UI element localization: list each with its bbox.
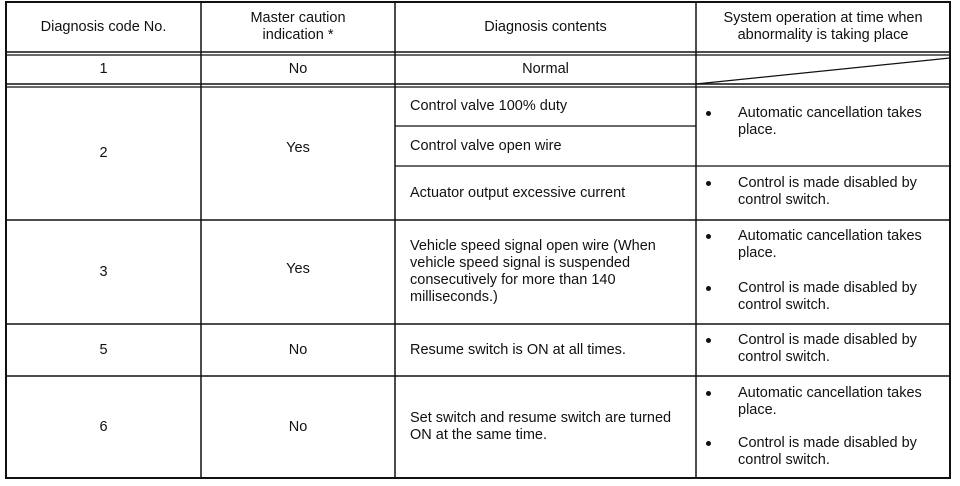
row3-operation-1-text: Automatic cancellation takes place. bbox=[738, 228, 922, 261]
row6-operation-1: Automatic cancellation takes place. bbox=[706, 385, 946, 421]
row5-caution: No bbox=[288, 341, 308, 358]
row2-caution: Yes bbox=[286, 140, 310, 156]
row5-operation-1: Control is made disabled by control swit… bbox=[706, 332, 946, 368]
row3-caution: Yes bbox=[286, 260, 310, 277]
row6-operation-2: Control is made disabled by control swit… bbox=[706, 435, 946, 471]
row6-operation-1-text: Automatic cancellation takes place. bbox=[738, 385, 922, 418]
row1-contents: Normal bbox=[522, 61, 569, 77]
row3-operation-2-text: Control is made disabled by control swit… bbox=[738, 280, 917, 313]
row6-contents: Set switch and resume switch are turned … bbox=[410, 410, 672, 443]
row2-contents-2: Control valve open wire bbox=[410, 137, 562, 154]
row6-operation-2-text: Control is made disabled by control swit… bbox=[738, 435, 917, 468]
diagonal-slash-icon bbox=[695, 57, 951, 85]
row2-contents-3: Actuator output excessive current bbox=[410, 184, 626, 201]
header-operation: System operation at time when abnormalit… bbox=[723, 10, 923, 43]
bullet-icon bbox=[706, 234, 711, 239]
bullet-icon bbox=[706, 338, 711, 343]
row3-operation-1: Automatic cancellation takes place. bbox=[706, 228, 946, 264]
header-code: Diagnosis code No. bbox=[40, 18, 167, 35]
row5-operation-1-text: Control is made disabled by control swit… bbox=[738, 332, 917, 365]
header-caution: Master caution indication * bbox=[250, 10, 346, 43]
bullet-icon bbox=[706, 181, 711, 186]
bullet-icon bbox=[706, 391, 711, 396]
row3-code: 3 bbox=[99, 263, 108, 280]
row5-contents: Resume switch is ON at all times. bbox=[410, 341, 626, 358]
bullet-icon bbox=[706, 441, 711, 446]
row1-code: 1 bbox=[99, 61, 108, 77]
row2-operation-1: Automatic cancellation takes place. bbox=[706, 105, 946, 141]
row2-operation-1-text: Automatic cancellation takes place. bbox=[738, 105, 922, 138]
bullet-icon bbox=[706, 111, 711, 116]
bullet-icon bbox=[706, 286, 711, 291]
row2-operation-2: Control is made disabled by control swit… bbox=[706, 175, 946, 211]
row2-operation-2-text: Control is made disabled by control swit… bbox=[738, 175, 917, 208]
row6-caution: No bbox=[288, 418, 308, 435]
row2-contents-1: Control valve 100% duty bbox=[410, 98, 568, 114]
row3-operation-2: Control is made disabled by control swit… bbox=[706, 280, 946, 316]
row6-code: 6 bbox=[99, 418, 108, 435]
row5-code: 5 bbox=[99, 341, 108, 358]
header-contents: Diagnosis contents bbox=[484, 18, 607, 35]
row1-caution: No bbox=[288, 61, 308, 77]
row2-code: 2 bbox=[99, 145, 108, 161]
row3-contents: Vehicle speed signal open wire (When veh… bbox=[410, 238, 656, 305]
